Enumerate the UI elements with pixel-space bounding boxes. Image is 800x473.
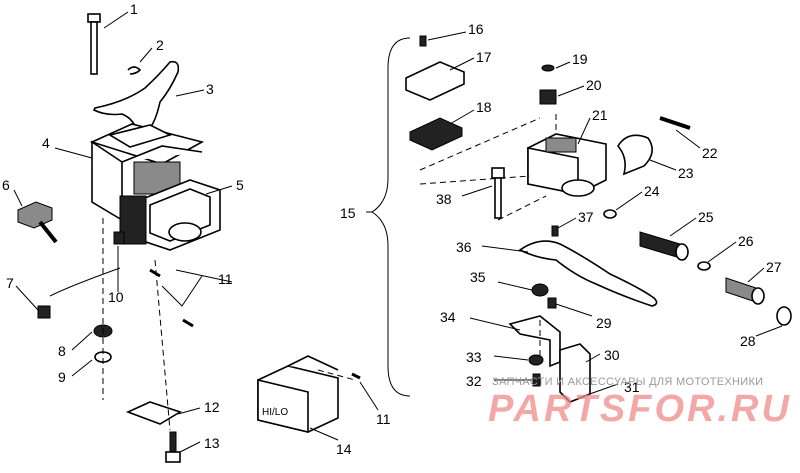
callout-27: 27 [766, 259, 782, 275]
callout-35: 35 [470, 269, 486, 285]
callout-30: 30 [604, 347, 620, 363]
part-connector-6 [17, 201, 58, 244]
callout-14: 14 [336, 441, 352, 457]
callout-2: 2 [156, 37, 164, 53]
part-nut-33 [528, 354, 544, 366]
callout-38: 38 [436, 191, 452, 207]
part-bolt-13 [165, 431, 181, 463]
callout-3: 3 [206, 81, 214, 97]
callout-5: 5 [236, 177, 244, 193]
centerline [317, 369, 356, 381]
callout-12: 12 [204, 399, 220, 415]
part-bolt-1 [87, 13, 101, 75]
part-cap-19 [541, 64, 555, 72]
centerline [497, 195, 547, 221]
part-cover-17 [405, 61, 465, 101]
part-pin-37 [551, 225, 559, 237]
leader-line [161, 275, 203, 307]
callout-19: 19 [572, 51, 588, 67]
watermark-caption: ЗАПЧАСТИ И АКСЕССУАРЫ ДЛЯ МОТОТЕХНИКИ [492, 376, 764, 388]
part-spring-29 [547, 297, 557, 309]
part-oring-28 [776, 306, 792, 326]
part-piston-25 [639, 231, 689, 261]
centerline [419, 175, 531, 185]
part-screws-11 [149, 268, 194, 328]
part-bracket-34 [508, 315, 561, 368]
callout-21: 21 [592, 107, 608, 123]
part-throttle-lever-3 [92, 60, 180, 132]
centerline [154, 259, 171, 431]
callout-29: 29 [596, 315, 612, 331]
callout-6: 6 [2, 177, 10, 193]
part-brake-lever-36 [518, 240, 658, 307]
callout-8: 8 [58, 343, 66, 359]
switch-hi-lo-label: HI/LO [262, 407, 288, 418]
callout-37: 37 [578, 209, 594, 225]
callout-4: 4 [42, 135, 50, 151]
callout-9: 9 [58, 369, 66, 385]
callout-numbers: 1 2 3 4 5 6 7 8 9 10 11 11 12 13 14 15 1… [2, 1, 782, 457]
callout-20: 20 [586, 77, 602, 93]
part-plate-12 [125, 401, 182, 425]
part-screw-32 [532, 373, 541, 387]
part-switch-14: HI/LO [257, 355, 339, 434]
callout-11: 11 [218, 271, 233, 287]
leader-line [49, 267, 121, 297]
part-boot-27 [725, 277, 765, 305]
callout-22: 22 [702, 145, 718, 161]
callout-31: 31 [624, 379, 640, 395]
callout-24: 24 [644, 183, 660, 199]
part-bushing-20 [539, 89, 557, 105]
callout-17: 17 [476, 49, 492, 65]
part-master-cylinder-21 [527, 133, 607, 197]
part-washer-26 [697, 261, 711, 271]
callout-25: 25 [698, 209, 714, 225]
callout-18: 18 [476, 99, 492, 115]
group-bracket-15 [371, 37, 411, 397]
leader-lines [13, 11, 783, 453]
part-bolt-22 [659, 116, 691, 130]
callout-11: 11 [376, 411, 391, 427]
callout-36: 36 [456, 239, 472, 255]
watermark-brand: PARTSFOR.RU [488, 388, 792, 430]
part-clamp-23 [617, 134, 653, 176]
callout-16: 16 [468, 21, 484, 37]
part-screw-10 [113, 231, 125, 245]
part-diaphragm-18 [409, 117, 463, 151]
part-bolt-38 [491, 167, 505, 219]
part-clip-2 [127, 66, 142, 75]
part-screw-16 [419, 35, 427, 47]
callout-23: 23 [678, 165, 694, 181]
callout-32: 32 [466, 373, 482, 389]
callout-28: 28 [740, 333, 756, 349]
part-washer-24 [603, 209, 617, 219]
part-screw-11b [351, 372, 361, 380]
centerline [419, 117, 541, 171]
part-pivot-35 [531, 283, 549, 297]
callout-34: 34 [440, 309, 456, 325]
callout-1: 1 [130, 1, 138, 17]
callout-33: 33 [466, 349, 482, 365]
callout-13: 13 [204, 435, 220, 451]
callout-26: 26 [738, 233, 754, 249]
callout-10: 10 [108, 289, 124, 305]
callout-15: 15 [340, 205, 356, 221]
callout-7: 7 [6, 275, 14, 291]
part-nut-7 [37, 305, 51, 319]
